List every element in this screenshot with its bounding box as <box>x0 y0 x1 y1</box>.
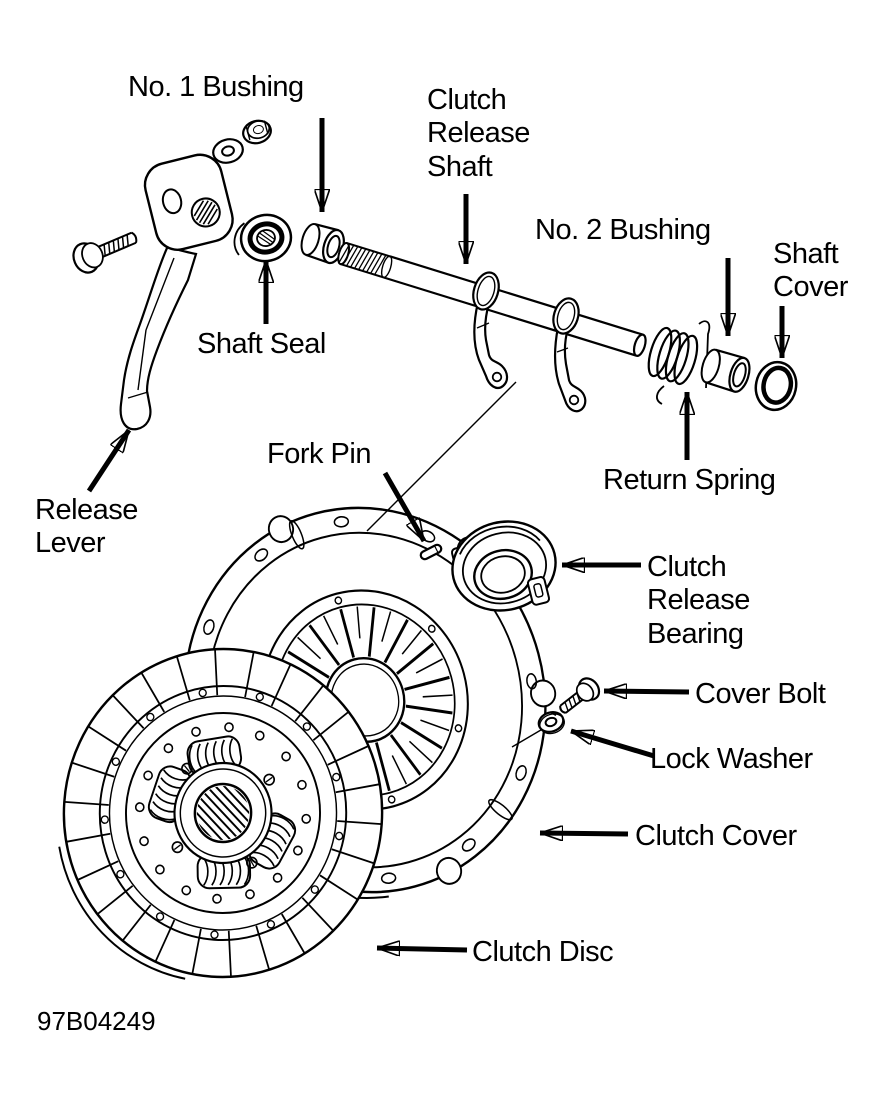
label-no2-bushing: No. 2 Bushing <box>535 214 711 246</box>
label-shaft-cover: Shaft Cover <box>773 238 848 304</box>
fork-pin-drawing <box>419 543 443 561</box>
arrow-cover-bolt <box>604 691 690 692</box>
release-lever-drawing <box>119 153 234 431</box>
arrow-lock-washer <box>571 728 655 759</box>
lever-bolt-drawing <box>72 231 138 274</box>
label-clutch-disc: Clutch Disc <box>472 936 614 968</box>
label-no1-bushing: No. 1 Bushing <box>128 71 304 103</box>
clutch-disc-drawing <box>58 647 384 980</box>
no2-bushing-drawing <box>700 348 751 393</box>
label-clutch-release-shaft: Clutch Release Shaft <box>427 84 530 183</box>
label-return-spring: Return Spring <box>603 464 776 496</box>
label-shaft-seal: Shaft Seal <box>197 328 326 360</box>
shaft-fork-2-drawing <box>552 297 587 413</box>
arrow-release-lever <box>86 430 132 493</box>
label-lock-washer: Lock Washer <box>650 743 813 775</box>
lock-washer-leader-line <box>511 726 547 748</box>
clutch-release-bearing-drawing <box>450 520 557 612</box>
label-release-lever: Release Lever <box>35 494 138 560</box>
arrow-fork-pin <box>382 471 427 541</box>
lock-washer-drawing <box>537 711 565 735</box>
cover-bolt-drawing <box>559 677 601 714</box>
label-fork-pin: Fork Pin <box>267 438 371 470</box>
fork-pin-alignment-line <box>366 381 517 532</box>
label-clutch-release-bearing: Clutch Release Bearing <box>647 551 750 650</box>
arrow-clutch-cover <box>540 833 629 834</box>
figure-code: 97B04249 <box>37 1006 156 1036</box>
shaft-cover-drawing <box>754 360 798 412</box>
shaft-fork-1-drawing <box>472 271 509 390</box>
shaft-seal-drawing <box>233 213 293 263</box>
label-clutch-cover: Clutch Cover <box>635 820 797 852</box>
arrow-clutch-disc <box>377 948 468 950</box>
lever-nut-drawing <box>242 119 272 145</box>
label-cover-bolt: Cover Bolt <box>695 678 826 710</box>
lever-washer-drawing <box>212 138 244 164</box>
clutch-release-shaft-drawing <box>337 241 647 357</box>
return-spring-drawing <box>647 320 711 405</box>
